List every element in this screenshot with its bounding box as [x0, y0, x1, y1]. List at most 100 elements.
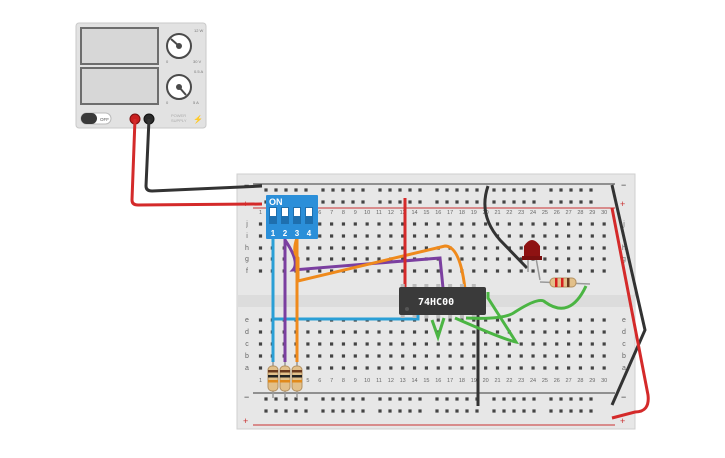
hole[interactable] — [436, 269, 440, 273]
rail-hole[interactable] — [589, 188, 593, 192]
rail-hole[interactable] — [351, 409, 355, 413]
rail-hole[interactable] — [522, 200, 526, 204]
hole[interactable] — [306, 330, 310, 334]
rail-hole[interactable] — [445, 200, 449, 204]
rail-hole[interactable] — [351, 200, 355, 204]
rail-hole[interactable] — [418, 397, 422, 401]
wire-black-supply[interactable] — [144, 118, 263, 193]
rail-hole[interactable] — [549, 188, 553, 192]
hole[interactable] — [602, 257, 606, 261]
rail-hole[interactable] — [435, 188, 439, 192]
rail-hole[interactable] — [294, 409, 298, 413]
hole[interactable] — [318, 269, 322, 273]
rail-hole[interactable] — [321, 409, 325, 413]
hole[interactable] — [507, 366, 511, 370]
hole[interactable] — [602, 246, 606, 250]
hole[interactable] — [401, 366, 405, 370]
hole[interactable] — [448, 234, 452, 238]
hole[interactable] — [306, 246, 310, 250]
rail-hole[interactable] — [361, 188, 365, 192]
rail-hole[interactable] — [378, 200, 382, 204]
hole[interactable] — [578, 330, 583, 334]
hole[interactable] — [330, 330, 334, 334]
hole[interactable] — [318, 354, 322, 358]
rail-hole[interactable] — [559, 200, 563, 204]
hole[interactable] — [590, 222, 594, 226]
hole[interactable] — [567, 342, 571, 346]
hole[interactable] — [472, 234, 476, 238]
hole[interactable] — [258, 234, 263, 238]
hole[interactable] — [507, 318, 511, 322]
hole[interactable] — [377, 257, 381, 261]
hole[interactable] — [555, 246, 559, 250]
rail-hole[interactable] — [455, 397, 459, 401]
hole[interactable] — [590, 342, 594, 346]
rail-hole[interactable] — [569, 188, 573, 192]
rail-hole[interactable] — [264, 409, 268, 413]
hole[interactable] — [306, 257, 310, 261]
rail-hole[interactable] — [304, 188, 308, 192]
hole[interactable] — [555, 269, 559, 273]
hole[interactable] — [567, 354, 571, 358]
hole[interactable] — [424, 234, 428, 238]
wire-red-rail-bridge[interactable] — [610, 207, 650, 420]
hole[interactable] — [436, 354, 440, 358]
rail-hole[interactable] — [284, 409, 288, 413]
hole[interactable] — [318, 222, 322, 226]
hole[interactable] — [460, 330, 464, 334]
wire-green-loop[interactable] — [430, 292, 520, 345]
wire-purple-to-chip[interactable] — [283, 239, 445, 289]
hole[interactable] — [519, 234, 523, 238]
hole[interactable] — [341, 366, 346, 370]
rail-hole[interactable] — [331, 188, 335, 192]
hole[interactable] — [519, 257, 523, 261]
rail-hole[interactable] — [435, 409, 439, 413]
rail-hole[interactable] — [445, 188, 449, 192]
rail-hole[interactable] — [475, 200, 479, 204]
rail-hole[interactable] — [512, 397, 516, 401]
hole[interactable] — [412, 330, 417, 334]
hole[interactable] — [460, 342, 464, 346]
rail-hole[interactable] — [512, 409, 516, 413]
hole[interactable] — [495, 257, 500, 261]
resistor-1[interactable] — [267, 360, 279, 398]
hole[interactable] — [389, 366, 393, 370]
hole[interactable] — [401, 257, 405, 261]
hole[interactable] — [389, 342, 393, 346]
rail-hole[interactable] — [284, 188, 288, 192]
hole[interactable] — [602, 234, 606, 238]
hole[interactable] — [519, 222, 523, 226]
rail-hole[interactable] — [388, 397, 392, 401]
wire-orange-to-chip[interactable] — [293, 237, 467, 290]
hole[interactable] — [543, 269, 547, 273]
hole[interactable] — [306, 342, 310, 346]
hole[interactable] — [484, 318, 488, 322]
rail-hole[interactable] — [341, 409, 345, 413]
hole[interactable] — [555, 318, 559, 322]
rail-hole[interactable] — [435, 397, 439, 401]
hole[interactable] — [436, 342, 440, 346]
hole[interactable] — [318, 234, 322, 238]
hole[interactable] — [543, 222, 547, 226]
hole[interactable] — [472, 257, 476, 261]
rail-hole[interactable] — [559, 188, 563, 192]
rail-hole[interactable] — [388, 200, 392, 204]
hole[interactable] — [531, 269, 535, 273]
hole[interactable] — [377, 269, 381, 273]
hole[interactable] — [353, 342, 357, 346]
rail-hole[interactable] — [512, 200, 516, 204]
hole[interactable] — [377, 330, 381, 334]
hole[interactable] — [602, 222, 606, 226]
rail-hole[interactable] — [522, 397, 526, 401]
hole[interactable] — [330, 366, 334, 370]
hole[interactable] — [484, 366, 488, 370]
hole[interactable] — [590, 234, 594, 238]
rail-hole[interactable] — [532, 397, 536, 401]
hole[interactable] — [555, 257, 559, 261]
rail-hole[interactable] — [264, 188, 268, 192]
hole[interactable] — [578, 366, 583, 370]
rail-hole[interactable] — [331, 200, 335, 204]
rail-hole[interactable] — [502, 200, 506, 204]
hole[interactable] — [484, 246, 488, 250]
rail-hole[interactable] — [351, 397, 355, 401]
